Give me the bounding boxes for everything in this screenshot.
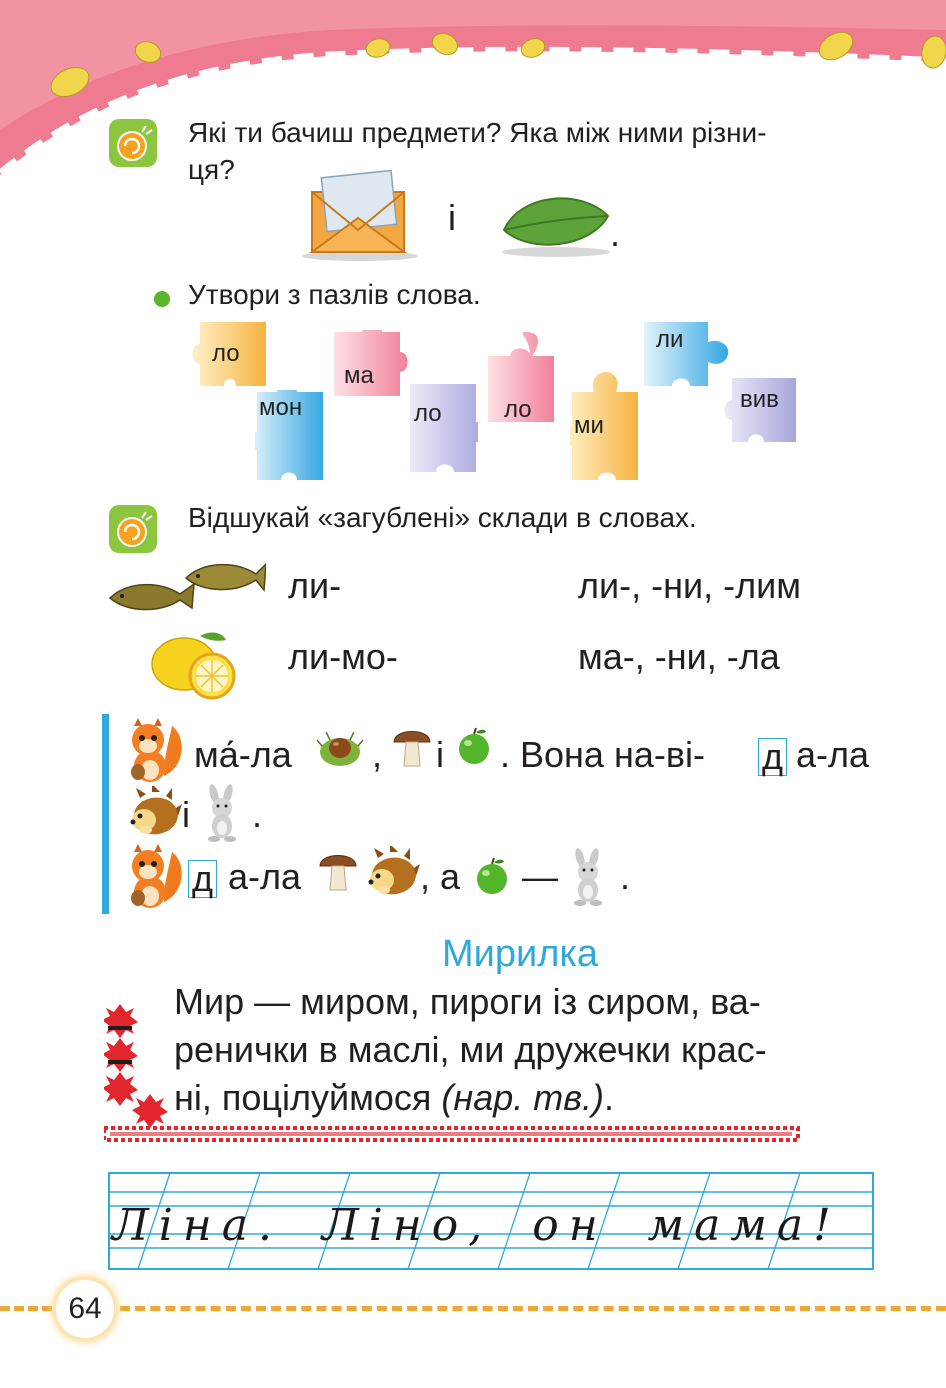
mushroom-icon	[319, 855, 357, 891]
rebus-l2-and: і	[182, 794, 190, 835]
puzzle-piece[interactable]: ма	[332, 324, 424, 398]
snail-icon	[109, 505, 157, 553]
poem-title: Мирилка	[442, 933, 599, 975]
puzzle-piece[interactable]: ло	[408, 382, 484, 474]
rebus-l1-box: д	[758, 735, 788, 779]
puzzle-piece[interactable]: ло	[176, 320, 268, 388]
handwriting-sample: Ліна. Ліно, он мама!	[112, 1200, 841, 1251]
puzzle-piece-label: ло	[212, 340, 240, 367]
poem-line3-text: ні, поцілуймося	[174, 1077, 432, 1118]
footer-dash-line	[0, 1306, 52, 1311]
chestnut-icon	[316, 731, 364, 766]
task1-conj: і	[448, 197, 456, 238]
rebus-l3-dash: —	[522, 856, 558, 897]
fish-icon	[108, 562, 266, 611]
puzzle-piece-label: ло	[504, 396, 532, 423]
puzzle-piece[interactable]: ли	[642, 320, 734, 388]
rebus-l1-and: і	[436, 734, 444, 775]
squirrel-icon	[131, 718, 182, 782]
poem-line3: ні, поцілуймося (нар. тв.).	[174, 1076, 614, 1120]
rebus-l1-c: а-ла	[796, 734, 870, 775]
rebus-l1-b: . Вона на-ві-	[500, 734, 705, 775]
hedgehog-icon	[368, 846, 420, 895]
task1-question-line1: Які ти бачиш предмети? Яка між ними різн…	[188, 117, 767, 148]
puzzle-piece-label: вив	[740, 386, 779, 413]
missing-letter-box[interactable]: д	[188, 860, 218, 898]
puzzle-piece-label: ма	[344, 362, 374, 389]
squirrel-icon	[131, 844, 182, 908]
task3-row1-options: ли-, -ни, -лим	[578, 565, 801, 606]
rebus-l1-comma: ,	[372, 734, 383, 775]
task2-instruction: Утвори з пазлів слова.	[188, 279, 481, 310]
puzzle-piece[interactable]: вив	[706, 376, 798, 444]
rebus-l1-a: ма́-ла	[194, 734, 292, 775]
lemon-icon	[151, 632, 236, 700]
page-number-badge	[56, 1280, 114, 1338]
apple-icon	[459, 727, 489, 764]
puzzle-piece-label: ли	[656, 326, 684, 353]
puzzle-piece[interactable]: ло	[486, 332, 556, 424]
footer-dash-line	[120, 1306, 946, 1311]
task1-question-line2: ця?	[188, 154, 235, 185]
puzzle-piece[interactable]: ми	[566, 370, 640, 482]
poem-line3-end: .	[604, 1077, 615, 1118]
puzzle-piece-label: мон	[259, 394, 303, 421]
hare-icon	[208, 784, 236, 842]
puzzle-piece[interactable]: мон	[251, 384, 325, 482]
missing-letter-box[interactable]: д	[758, 738, 788, 776]
task1-end: .	[610, 213, 621, 254]
page-number: 64	[68, 1292, 102, 1325]
mushroom-icon	[393, 731, 431, 767]
task3-row2-word: ли-мо-	[288, 636, 398, 677]
apple-icon	[477, 857, 507, 894]
snail-icon	[109, 119, 157, 167]
task3-instruction: Відшукай «загублені» склади в словах.	[188, 502, 697, 533]
green-bullet-icon	[154, 291, 170, 307]
task3-row1-word: ли-	[288, 565, 342, 606]
poem-source: (нар. тв.)	[441, 1077, 605, 1118]
handwriting-lines	[108, 1172, 874, 1270]
task3-row2-options: ма-, -ни, -ла	[578, 636, 780, 677]
poem-line2: ренички в маслі, ми дружечки крас-	[174, 1029, 767, 1070]
rebus-sidebar-line	[102, 714, 109, 914]
header-band	[0, 0, 946, 175]
puzzle-piece-label: ми	[574, 412, 604, 439]
leaf-icon	[502, 197, 610, 257]
puzzle-piece-label: ло	[414, 400, 442, 427]
hedgehog-icon	[130, 786, 182, 835]
embroidery-ornament	[104, 1004, 800, 1142]
rebus-l2-end: .	[252, 794, 263, 835]
envelope-icon	[302, 170, 418, 261]
rebus-l3-a: а-ла	[228, 856, 302, 897]
rebus-l3-end: .	[620, 856, 631, 897]
rebus-l3-box: д	[188, 857, 218, 901]
hare-icon	[574, 848, 602, 906]
poem-line1: Мир — миром, пироги із сиром, ва-	[174, 981, 761, 1022]
rebus-l3-comma: , а	[420, 856, 461, 897]
